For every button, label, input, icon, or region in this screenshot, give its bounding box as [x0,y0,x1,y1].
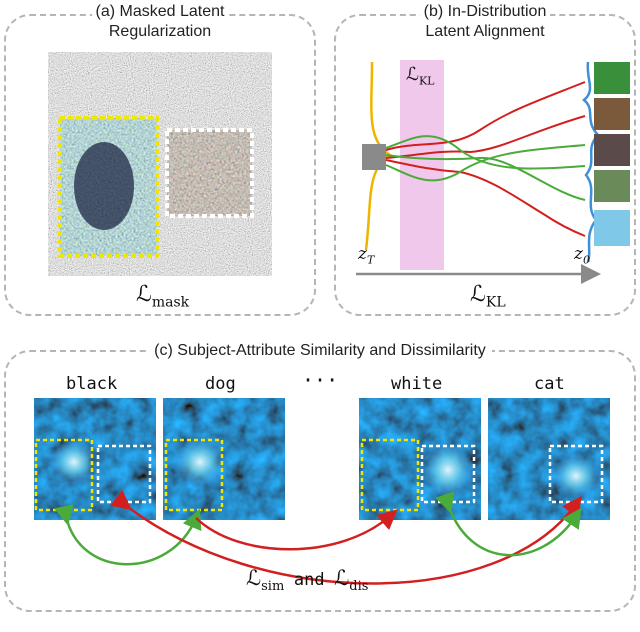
z-right-symbol: z [574,244,583,264]
arc-red-dog-white [195,509,398,551]
trajectory-green-3 [385,154,586,201]
ellipsis: ··· [302,368,339,392]
trajectory-red-1 [385,81,586,151]
loss-dis-symbol: ℒ [334,566,350,590]
arc-green-white-cat [435,491,582,557]
z-right-label: z0 [574,244,590,266]
loss-sim-symbol: ℒ [246,566,262,590]
and-word: and [293,570,325,590]
panel-b-title-line1: (b) In-Distribution [419,3,551,20]
thumb-1 [594,62,630,94]
panel-b-title: (b) In-Distribution Latent Alignment [365,2,605,42]
arc-green-black-dog [54,504,202,566]
noise-start-square [362,144,386,170]
kl-band-label: ℒKL [406,64,435,88]
thumb-3 [594,134,630,166]
trajectory-red-2 [385,159,586,237]
panel-a-title: (a) Masked Latent Regularization [40,2,280,42]
panel-c-title-text: (c) Subject-Attribute Similarity and Dis… [148,342,492,359]
loss-kl-sub: KL [485,294,506,311]
dog-silhouette [74,142,134,230]
z-right-sub: 0 [582,253,590,267]
trajectory-red-3 [385,115,586,159]
kl-band-symbol: ℒ [406,64,419,85]
loss-kl-symbol: ℒ [470,282,486,307]
loss-mask-symbol: ℒ [136,282,152,307]
panel-c-graphic [34,398,610,585]
loss-sim-dis-label: ℒsim and ℒdis [246,566,406,594]
panel-c-title: (c) Subject-Attribute Similarity and Dis… [100,341,540,361]
heatmap-cat-hotspot [550,452,602,500]
arc-red-black-cat [109,489,582,585]
kl-band-sub: KL [418,74,435,88]
thumb-4 [594,170,630,202]
heatmap-black-hotspot [48,438,100,486]
thumb-5 [594,210,630,246]
word-black: black [66,374,118,394]
masked-region-leaves [167,130,252,216]
word-cat: cat [534,374,565,394]
panel-a-title-line2: Regularization [108,23,212,40]
trajectory-green-1 [385,135,586,170]
loss-kl-label: ℒKL [470,282,506,310]
loss-mask-sub: mask [151,294,190,311]
z-left-sub: T [366,253,375,267]
loss-dis-sub: dis [349,579,369,595]
word-white: white [391,374,443,394]
trajectory-green-2 [385,144,586,182]
loss-mask-label: ℒmask [136,282,189,310]
loss-sim-sub: sim [261,579,285,595]
white-mask-box [165,128,254,218]
heatmap-dog-hotspot [172,436,228,488]
data-distribution-curve [582,61,600,263]
panel-a-title-line1: (a) Masked Latent [91,3,229,20]
panel-b-graphic [356,60,630,284]
word-dog: dog [205,374,236,394]
heatmap-white-hotspot [420,440,476,500]
panel-a-graphic [48,52,272,276]
thumb-2 [594,98,630,130]
panel-b-title-line2: Latent Alignment [425,23,545,40]
yellow-mask-box [58,116,159,258]
z-left-label: zT [358,244,374,266]
z-left-symbol: z [358,244,367,264]
